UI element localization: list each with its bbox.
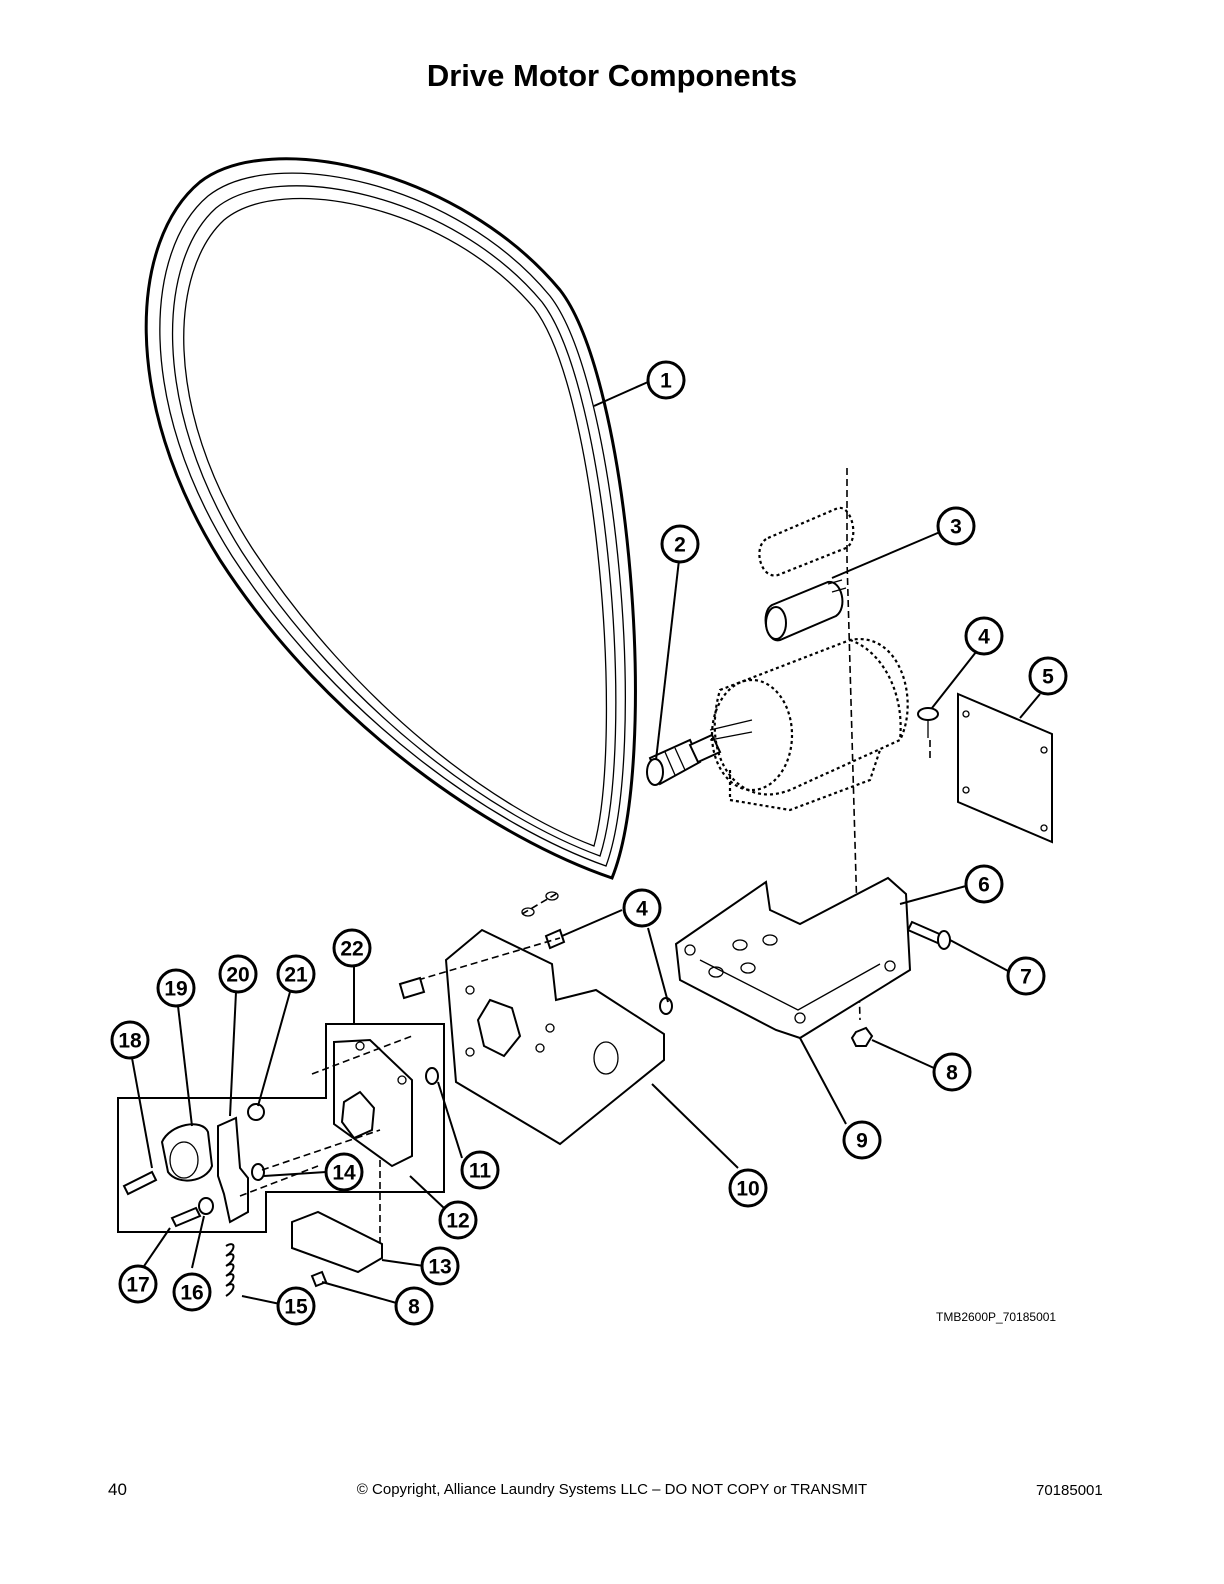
callout-22: 22 [332, 928, 372, 968]
callout-21: 21 [276, 954, 316, 994]
svg-text:5: 5 [1042, 666, 1054, 689]
leader-lines [131, 381, 1041, 1305]
callout-11: 11 [460, 1150, 500, 1190]
svg-text:17: 17 [126, 1274, 149, 1297]
callout-9: 9 [842, 1120, 882, 1160]
capacitor [758, 506, 855, 642]
callout-15: 15 [276, 1286, 316, 1326]
svg-text:4: 4 [636, 898, 648, 921]
callout-1: 1 [646, 360, 686, 400]
callout-4-repeat: 4 [622, 888, 662, 928]
svg-text:8: 8 [946, 1062, 958, 1085]
svg-text:22: 22 [340, 938, 363, 961]
callout-8-repeat: 8 [394, 1286, 434, 1326]
figure-code: TMB2600P_70185001 [936, 1310, 1057, 1324]
callout-7: 7 [1006, 956, 1046, 996]
bracket-hardware [398, 891, 673, 1015]
motor-base [674, 876, 912, 1040]
idler-arm-and-pulley [122, 1103, 383, 1297]
svg-text:9: 9 [856, 1130, 868, 1153]
svg-text:14: 14 [332, 1162, 356, 1185]
callout-12: 12 [438, 1200, 478, 1240]
svg-text:3: 3 [950, 516, 962, 539]
callout-19: 19 [156, 968, 196, 1008]
svg-text:11: 11 [469, 1160, 492, 1183]
copyright-notice: © Copyright, Alliance Laundry Systems LL… [356, 1481, 868, 1498]
callout-10: 10 [728, 1168, 768, 1208]
svg-text:2: 2 [674, 534, 686, 557]
svg-text:18: 18 [118, 1030, 142, 1053]
svg-text:1: 1 [660, 370, 672, 393]
svg-text:6: 6 [978, 874, 990, 897]
page-title: Drive Motor Components [426, 58, 798, 93]
callout-2: 2 [660, 524, 700, 564]
svg-text:7: 7 [1020, 966, 1032, 989]
svg-text:16: 16 [180, 1282, 203, 1305]
callout-4: 4 [964, 616, 1004, 656]
callout-8: 8 [932, 1052, 972, 1092]
svg-text:10: 10 [736, 1178, 759, 1201]
callout-16: 16 [172, 1272, 212, 1312]
svg-text:4: 4 [978, 626, 990, 649]
page-number: 40 [108, 1480, 127, 1499]
motor-bracket [444, 928, 665, 1146]
svg-text:8: 8 [408, 1296, 420, 1319]
callout-14: 14 [324, 1152, 364, 1192]
drive-belt [144, 157, 637, 880]
callout-18: 18 [110, 1020, 150, 1060]
callout-20: 20 [218, 954, 258, 994]
motor-pulley [646, 733, 722, 786]
callout-5: 5 [1028, 656, 1068, 696]
idler-assembly-box [117, 1023, 445, 1260]
callout-6: 6 [964, 864, 1004, 904]
callout-17: 17 [118, 1264, 158, 1304]
cover-plate [957, 692, 1053, 844]
callout-13: 13 [420, 1246, 460, 1286]
svg-text:13: 13 [428, 1256, 451, 1279]
svg-text:19: 19 [164, 978, 187, 1001]
svg-text:15: 15 [284, 1296, 308, 1319]
callout-3: 3 [936, 506, 976, 546]
document-number: 70185001 [1036, 1482, 1103, 1499]
hex-nut [850, 1026, 874, 1047]
svg-text:20: 20 [226, 964, 249, 987]
svg-text:12: 12 [446, 1210, 469, 1233]
drive-motor [709, 468, 909, 1021]
carriage-bolt [917, 707, 939, 758]
svg-text:21: 21 [284, 964, 308, 987]
